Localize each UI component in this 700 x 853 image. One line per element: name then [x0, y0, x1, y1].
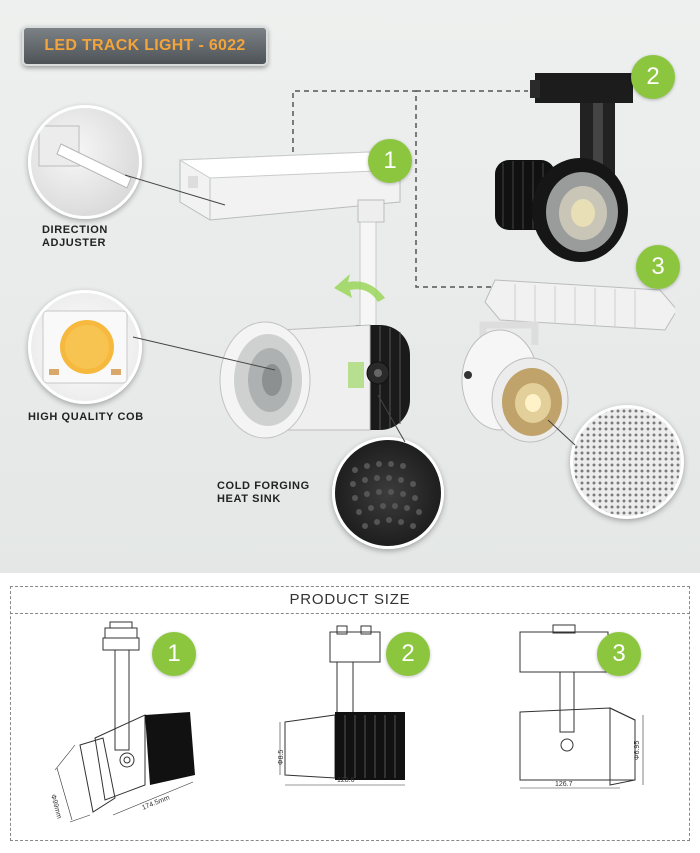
dim-1-diameter: Φ99mm: [49, 794, 62, 820]
size-badge-3: 3: [597, 632, 641, 676]
direction-adjuster-line1: DIRECTION: [42, 224, 108, 236]
size-drawing-3: 126.7 Φ6.95: [519, 624, 644, 789]
rotation-arrow-icon: [334, 274, 385, 302]
direction-adjuster-label: DIRECTION ADJUSTER: [42, 224, 108, 250]
badge-3: 3: [636, 245, 680, 289]
title-banner: LED TRACK LIGHT - 6022: [22, 26, 268, 66]
dim-3-height: Φ6.95: [634, 741, 641, 760]
black-track-light: [495, 73, 633, 262]
product-size-title: PRODUCT SIZE: [289, 591, 411, 608]
heat-sink-line1: COLD FORGING: [217, 480, 310, 492]
mesh-grille-zoom: [570, 405, 684, 519]
heat-sink-label: COLD FORGING HEAT SINK: [217, 480, 310, 506]
dim-2-height: Φ8.5: [278, 750, 285, 765]
heat-sink-line2: HEAT SINK: [217, 493, 281, 505]
direction-adjuster-line2: ADJUSTER: [42, 237, 107, 249]
product-size-divider: [10, 613, 690, 614]
direction-adjuster-zoom: [28, 105, 142, 219]
page-title: LED TRACK LIGHT - 6022: [44, 37, 246, 54]
cob-zoom: [28, 290, 142, 404]
product-size-frame: [10, 586, 690, 841]
badge-1: 1: [368, 139, 412, 183]
dim-2-length: 128.6: [337, 777, 355, 784]
size-badge-1: 1: [152, 632, 196, 676]
size-drawing-2: Φ8.5 128.6: [278, 625, 405, 786]
dim-3-length: 126.7: [555, 781, 573, 788]
cob-label: HIGH QUALITY COB: [28, 411, 144, 423]
size-badge-2: 2: [386, 632, 430, 676]
connector-lines: [292, 90, 528, 288]
pointer-lines: [124, 174, 576, 446]
heat-sink-zoom: [332, 437, 444, 549]
size-drawing-1: Φ99mm 174.5mm: [49, 621, 195, 823]
white-track-light-3: [461, 279, 675, 443]
badge-2: 2: [631, 55, 675, 99]
